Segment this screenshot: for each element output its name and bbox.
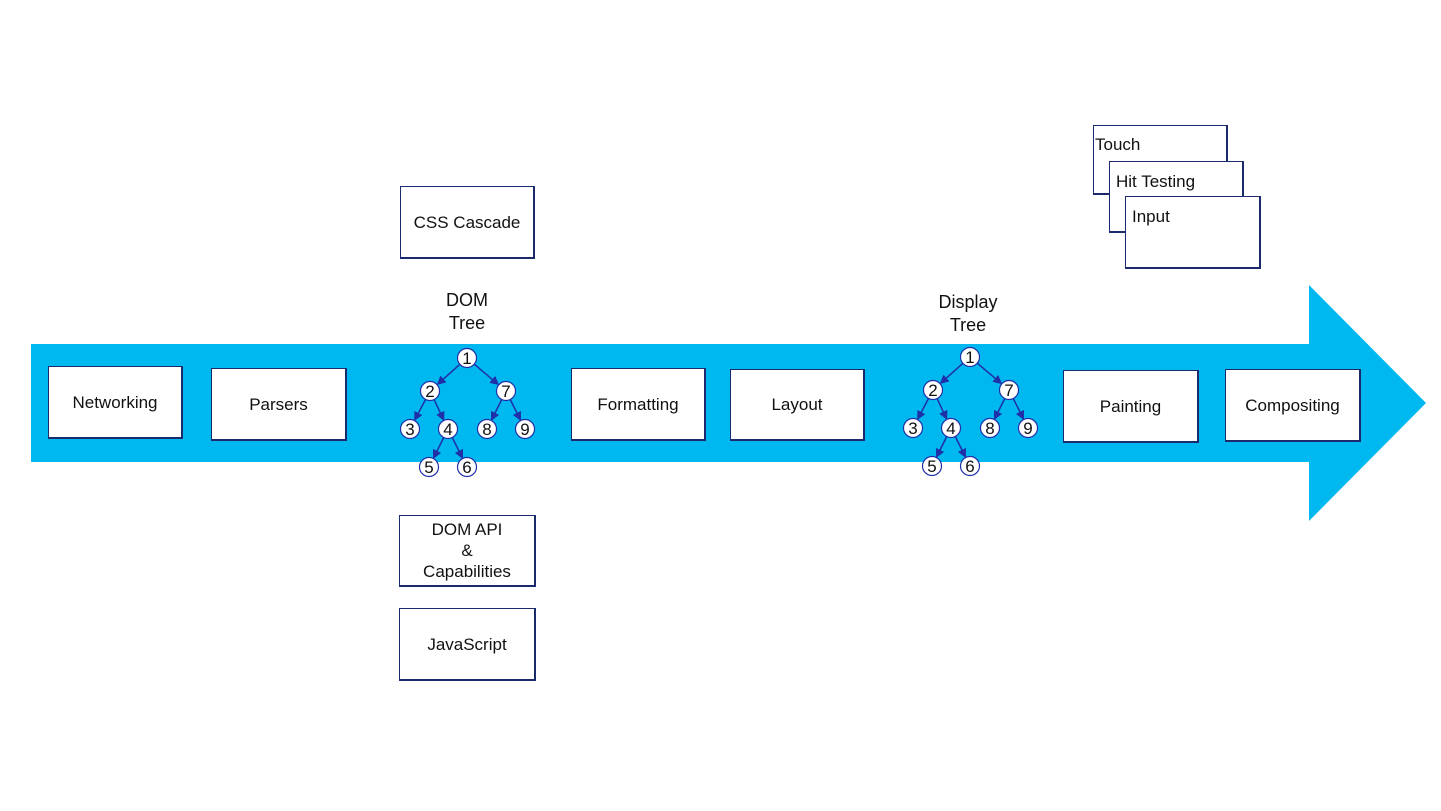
tree-node-label: 7 — [501, 382, 510, 401]
tree-node: 4 — [437, 418, 459, 440]
layout-label: Layout — [771, 395, 823, 414]
tree-node: 7 — [998, 379, 1020, 401]
tree-node-label: 4 — [946, 419, 955, 438]
tree-node: 3 — [902, 417, 924, 439]
tree-edge — [939, 362, 964, 385]
tree-node-label: 5 — [424, 458, 433, 477]
tree-node-label: 8 — [985, 419, 994, 438]
tree-node: 8 — [476, 418, 498, 440]
tree-edge — [436, 363, 461, 386]
javascript-box: JavaScript — [399, 608, 536, 681]
tree-node: 4 — [940, 417, 962, 439]
tree-edge — [451, 437, 463, 459]
tree-node: 9 — [514, 418, 536, 440]
tree-edge — [414, 399, 427, 422]
tree-edge — [433, 437, 445, 459]
networking-box: Networking — [48, 366, 183, 439]
tree-node-label: 3 — [405, 420, 414, 439]
tree-edge — [491, 399, 503, 421]
parsers-box: Parsers — [211, 368, 347, 441]
tree-node: 9 — [1017, 417, 1039, 439]
dom-tree-title: DOM Tree — [446, 290, 488, 333]
tree-node-label: 9 — [1023, 419, 1032, 438]
tree-node: 2 — [922, 379, 944, 401]
painting-box: Painting — [1063, 370, 1199, 443]
tree-node-label: 2 — [928, 381, 937, 400]
tree-edge — [936, 398, 948, 420]
css-cascade-label: CSS Cascade — [413, 212, 521, 232]
tree-node: 3 — [399, 418, 421, 440]
touch-label: Touch — [1095, 135, 1141, 154]
formatting-label: Formatting — [597, 394, 679, 414]
hit-testing-label: Hit Testing — [1116, 172, 1196, 191]
tree-node-label: 7 — [1004, 381, 1013, 400]
dom-tree-diagram: 1 23 45 6 78 9 — [399, 347, 536, 478]
tree-node-label: 9 — [520, 420, 529, 439]
tree-node: 2 — [419, 380, 441, 402]
tree-edge — [433, 399, 445, 421]
tree-node: 6 — [959, 455, 981, 477]
formatting-box: Formatting — [571, 368, 706, 441]
tree-node-label: 1 — [462, 349, 471, 368]
tree-edge — [954, 436, 966, 458]
tree-node-label: 5 — [927, 457, 936, 476]
tree-node-label: 8 — [482, 420, 491, 439]
tree-edge — [994, 398, 1006, 420]
tree-node: 8 — [979, 417, 1001, 439]
compositing-label: Compositing — [1245, 395, 1340, 415]
tree-node-label: 2 — [425, 382, 434, 401]
tree-node-label: 6 — [462, 458, 471, 477]
networking-label: Networking — [72, 392, 158, 412]
tree-node-label: 6 — [965, 457, 974, 476]
tree-node: 7 — [495, 380, 517, 402]
tree-node: 1 — [456, 347, 478, 369]
display-tree-title: Display Tree — [938, 292, 998, 335]
javascript-label: JavaScript — [427, 634, 507, 654]
input-label: Input — [1132, 207, 1170, 226]
dom-api-box: DOM API & Capabilities — [399, 515, 536, 587]
display-tree-diagram: 1 23 45 6 78 9 — [902, 346, 1039, 477]
tree-node: 5 — [418, 456, 440, 478]
tree-node: 1 — [959, 346, 981, 368]
layout-box: Layout — [730, 369, 865, 441]
tree-edge — [1012, 398, 1024, 420]
css-cascade-box: CSS Cascade — [400, 186, 535, 259]
tree-node: 5 — [921, 455, 943, 477]
painting-label: Painting — [1099, 396, 1162, 416]
input-box: Input — [1125, 196, 1261, 269]
tree-edge — [473, 363, 500, 386]
tree-node-label: 1 — [965, 348, 974, 367]
tree-edge — [976, 362, 1003, 385]
tree-node-label: 3 — [908, 419, 917, 438]
tree-edge — [936, 436, 948, 458]
tree-node: 6 — [456, 456, 478, 478]
tree-edge — [917, 398, 930, 421]
compositing-box: Compositing — [1225, 369, 1361, 442]
tree-node-label: 4 — [443, 420, 452, 439]
tree-edge — [509, 399, 521, 421]
parsers-label: Parsers — [249, 394, 308, 414]
